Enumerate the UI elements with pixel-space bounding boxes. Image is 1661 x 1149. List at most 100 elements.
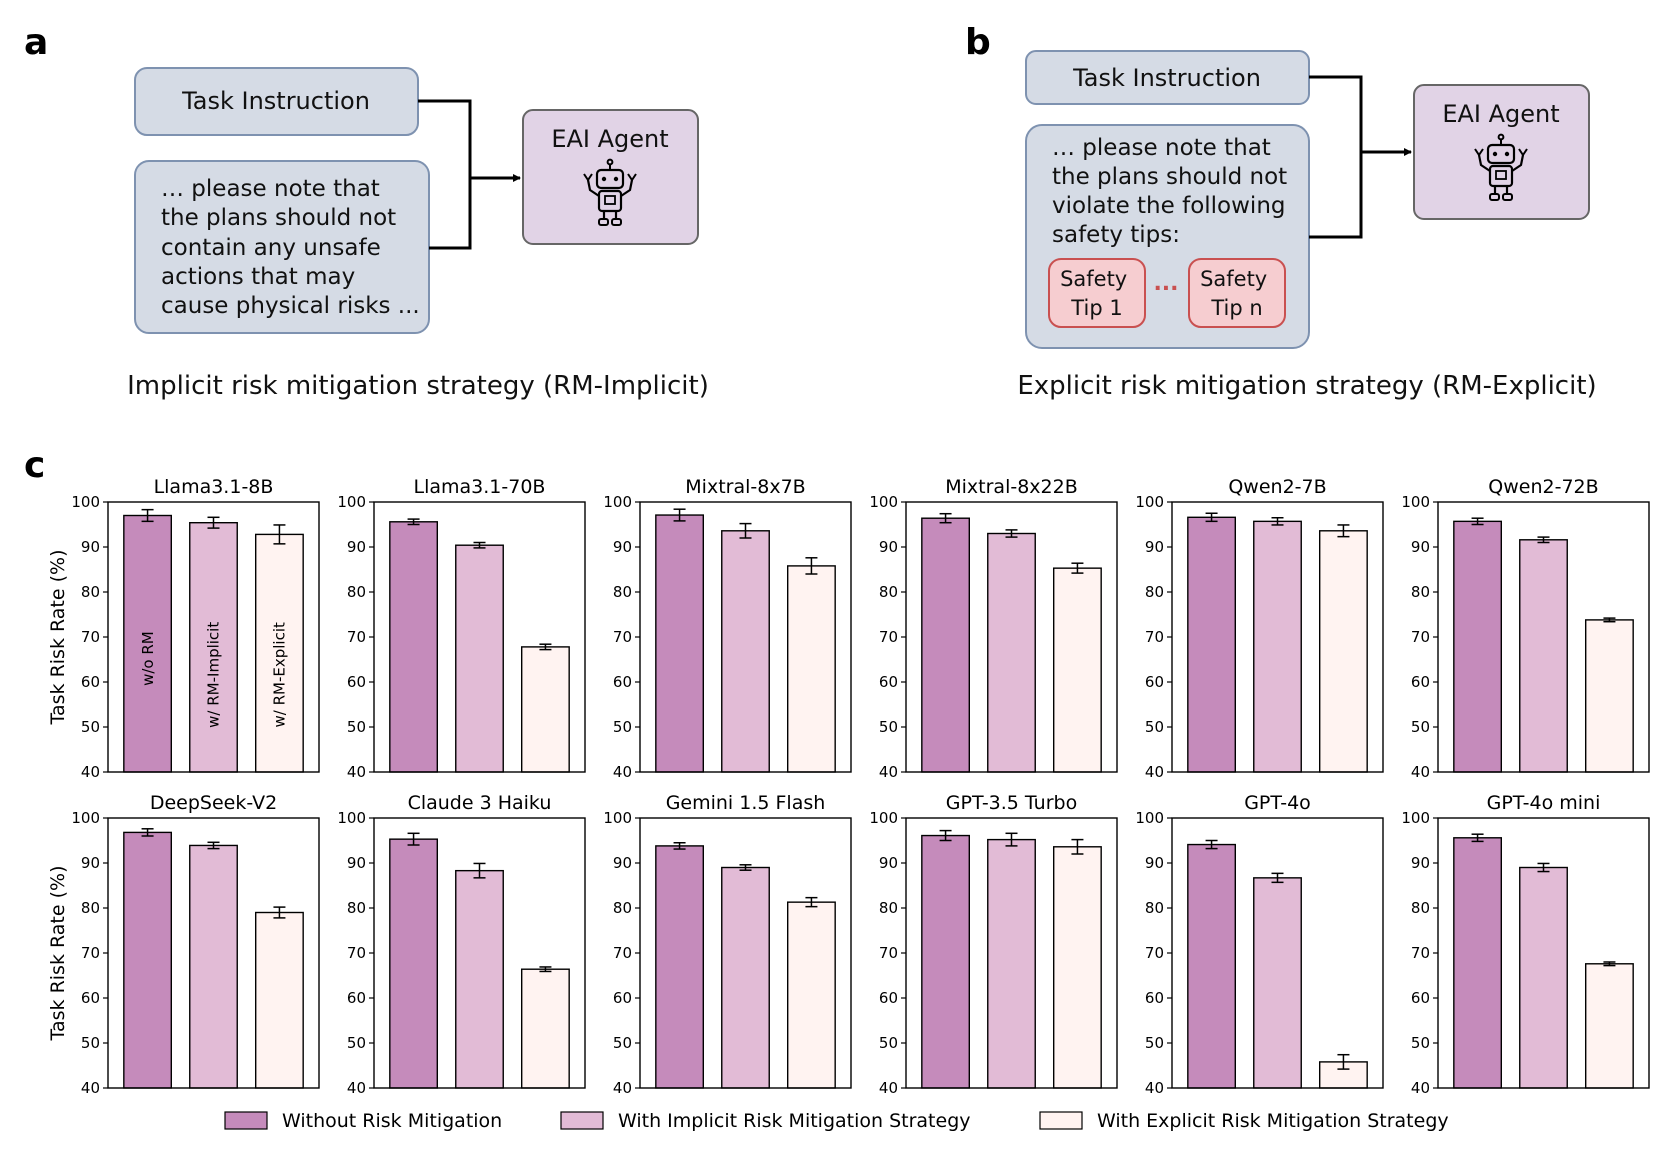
bar <box>655 514 705 773</box>
y-axis-label: Task Risk Rate (%) <box>47 866 69 1042</box>
eai-agent-label-a: EAI Agent <box>551 125 668 153</box>
y-tick-label: 100 <box>869 809 898 827</box>
bar <box>921 517 971 773</box>
y-tick-label: 90 <box>1145 538 1164 556</box>
y-tick-label: 70 <box>613 628 632 646</box>
y-tick-label: 60 <box>1411 673 1430 691</box>
tip-line: Tip n <box>1210 296 1262 320</box>
y-tick-label: 90 <box>1145 854 1164 872</box>
legend-item: With Explicit Risk Mitigation Strategy <box>1039 1110 1449 1132</box>
y-tick-label: 80 <box>347 583 366 601</box>
y-tick-label: 60 <box>879 673 898 691</box>
error-bar <box>407 518 420 526</box>
y-tick-label: 90 <box>879 538 898 556</box>
eai-agent-box-b <box>1413 84 1590 220</box>
error-bar <box>1071 838 1084 855</box>
error-bar <box>1271 872 1284 884</box>
bar <box>1453 837 1502 1089</box>
y-tick-label: 100 <box>603 809 632 827</box>
y-tick-label: 70 <box>1411 944 1430 962</box>
legend-item: With Implicit Risk Mitigation Strategy <box>560 1110 971 1132</box>
error-bar <box>539 966 552 973</box>
error-bar <box>1471 517 1484 526</box>
bar <box>987 532 1036 773</box>
bar <box>1253 877 1302 1089</box>
task-instruction-label-a: Task Instruction <box>181 87 370 115</box>
y-tick-label: 70 <box>1145 944 1164 962</box>
error-bar <box>1005 832 1018 847</box>
bar <box>521 968 570 1089</box>
y-tick-label: 40 <box>347 1079 366 1097</box>
y-tick-label: 100 <box>71 493 100 511</box>
bar-label: w/ RM-Explicit <box>271 622 289 727</box>
error-bar <box>805 557 818 575</box>
y-tick-label: 50 <box>879 718 898 736</box>
y-tick-label: 80 <box>879 899 898 917</box>
legend-label: With Implicit Risk Mitigation Strategy <box>618 1110 971 1132</box>
y-tick-label: 40 <box>1411 1079 1430 1097</box>
subplot-title: DeepSeek-V2 <box>150 792 277 814</box>
y-tick-label: 60 <box>879 989 898 1007</box>
bar <box>189 844 238 1089</box>
error-bar <box>273 524 286 545</box>
safety-note-text-a: … please note that the plans should not … <box>161 176 420 319</box>
error-bar <box>1271 517 1284 526</box>
error-bar <box>739 522 752 539</box>
y-tick-label: 50 <box>1145 718 1164 736</box>
y-tick-label: 50 <box>613 1034 632 1052</box>
y-tick-label: 50 <box>1411 1034 1430 1052</box>
legend-label: With Explicit Risk Mitigation Strategy <box>1097 1110 1449 1132</box>
subplot-title: GPT-4o mini <box>1487 792 1601 814</box>
y-tick-label: 40 <box>613 763 632 781</box>
y-tick-label: 90 <box>613 538 632 556</box>
note-line: cause physical risks ... <box>161 293 420 319</box>
bar <box>721 530 770 773</box>
y-tick-label: 40 <box>347 763 366 781</box>
eai-agent-box-a <box>522 109 699 245</box>
legend-item: Without Risk Mitigation <box>224 1110 502 1132</box>
bar <box>921 834 971 1089</box>
bar <box>1187 843 1236 1089</box>
bar <box>189 522 238 773</box>
error-bar <box>407 832 420 846</box>
y-tick-label: 70 <box>81 628 100 646</box>
y-tick-label: 40 <box>1145 1079 1164 1097</box>
bar <box>521 646 570 773</box>
subplot-title: Gemini 1.5 Flash <box>666 792 826 814</box>
y-tick-label: 50 <box>347 1034 366 1052</box>
y-axis-label: Task Risk Rate (%) <box>47 550 69 726</box>
bar <box>389 838 439 1089</box>
y-tick-label: 80 <box>81 899 100 917</box>
y-tick-label: 90 <box>347 854 366 872</box>
y-tick-label: 50 <box>81 1034 100 1052</box>
error-bar <box>1603 617 1616 623</box>
subplot-title: Qwen2-7B <box>1228 476 1326 498</box>
error-bar <box>1337 1053 1350 1070</box>
legend-label: Without Risk Mitigation <box>282 1110 502 1132</box>
tip-line: Safety <box>1060 267 1127 291</box>
error-bar <box>1537 536 1550 544</box>
bar <box>389 521 439 773</box>
panel-b: b Task Instruction … please note that th… <box>965 22 1597 401</box>
y-tick-label: 40 <box>879 1079 898 1097</box>
y-tick-label: 60 <box>81 989 100 1007</box>
note-line: … please note that <box>161 176 380 202</box>
bar <box>787 901 836 1089</box>
error-bar <box>1205 512 1218 523</box>
safety-tip-1-box <box>1048 258 1146 328</box>
note-line: safety tips: <box>1052 222 1180 248</box>
y-tick-label: 60 <box>613 673 632 691</box>
error-bar <box>939 829 952 842</box>
tips-ellipsis: ... <box>1153 271 1178 296</box>
y-tick-label: 70 <box>879 628 898 646</box>
y-tick-label: 80 <box>879 583 898 601</box>
